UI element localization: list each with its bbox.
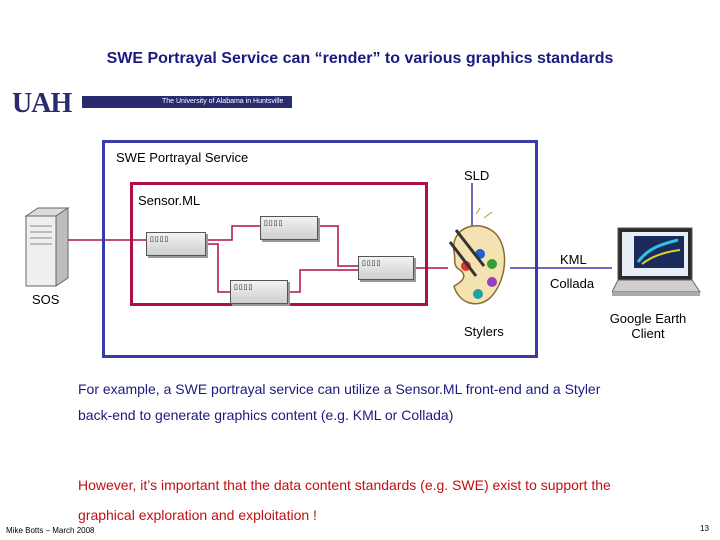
sld-label: SLD <box>464 168 490 183</box>
sensorml-box <box>130 182 428 306</box>
client-label: Google Earth Client <box>609 311 687 341</box>
sensorml-label: Sensor.ML <box>138 193 201 208</box>
logo-subtitle: The University of Alabama in Huntsville <box>162 98 284 105</box>
process-2-to-3-line <box>318 225 358 267</box>
sos-label: SOS <box>32 292 60 307</box>
palette-icon <box>448 207 506 305</box>
process-box: ▯▯▯▯ <box>230 280 288 304</box>
service-label: SWE Portrayal Service <box>116 150 249 165</box>
emphasis-text: However, it’s important that the data co… <box>78 477 611 523</box>
uah-logo: UAH The University of Alabama in Huntsvi… <box>12 88 292 119</box>
stylers-label: Stylers <box>464 324 504 339</box>
page-number: 13 <box>700 524 709 533</box>
kml-label: KML <box>560 252 587 267</box>
slide-title: SWE Portrayal Service can “render” to va… <box>106 50 614 67</box>
laptop-icon <box>612 227 701 296</box>
process-4-to-3-line <box>288 269 358 293</box>
process-box: ▯▯▯▯ <box>358 256 414 280</box>
logo-bar <box>82 96 292 108</box>
process-box: ▯▯▯▯ <box>146 232 206 256</box>
footer-author: Mike Botts – March 2008 <box>6 526 95 535</box>
description-text: For example, a SWE portrayal service can… <box>78 381 601 423</box>
logo-wordmark: UAH <box>12 88 72 119</box>
process-box: ▯▯▯▯ <box>260 216 318 240</box>
process-1-to-4-line <box>206 243 230 293</box>
swe-portrayal-service-box <box>102 140 538 358</box>
collada-label: Collada <box>550 276 595 291</box>
process-1-to-2-line <box>206 225 260 241</box>
server-icon <box>24 207 70 287</box>
